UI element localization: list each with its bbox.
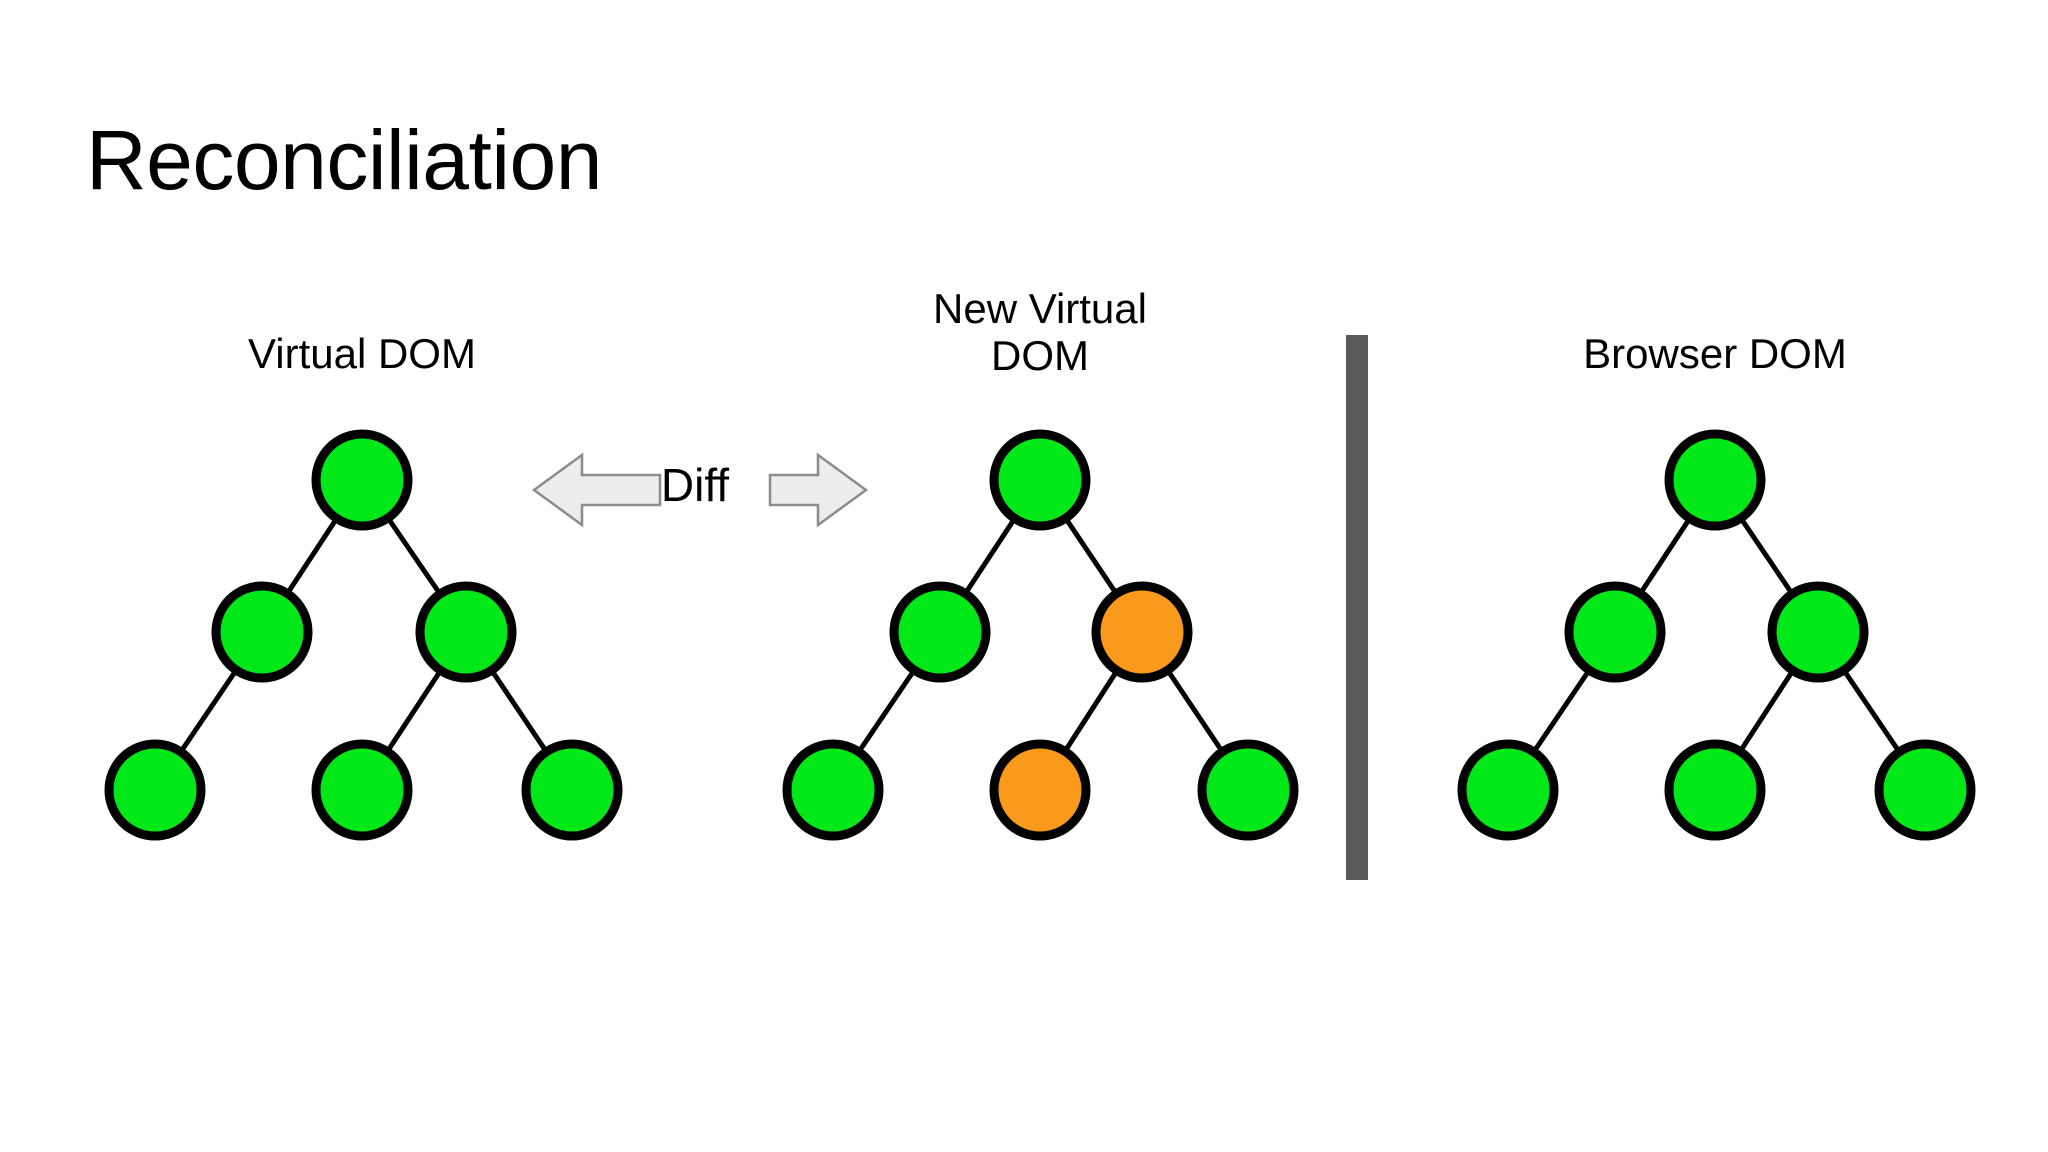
tree-node-green[interactable] — [415, 581, 517, 683]
tree-node-green[interactable] — [1664, 739, 1766, 841]
arrow-left-icon — [531, 452, 662, 528]
tree-edge — [1736, 513, 1797, 599]
tree-node-green[interactable] — [1197, 739, 1299, 841]
tree-label-line: Browser DOM — [1583, 330, 1847, 377]
tree-edge — [1735, 665, 1798, 757]
diff-arrow-group — [531, 452, 869, 528]
tree-edge — [961, 513, 1019, 599]
tree-edge — [1163, 665, 1227, 757]
tree-node-green[interactable] — [1664, 429, 1766, 531]
tree-node-green[interactable] — [1767, 581, 1869, 683]
tree-label-virtual-dom: Virtual DOM — [162, 330, 562, 377]
tree-node-green[interactable] — [1457, 739, 1559, 841]
tree-edge — [176, 665, 241, 757]
tree-node-green[interactable] — [1564, 581, 1666, 683]
tree-label-line: Virtual DOM — [248, 330, 476, 377]
tree-edge — [383, 512, 445, 600]
tree-edge — [1060, 665, 1122, 757]
tree-label-line: New Virtual — [933, 285, 1147, 332]
tree-edge — [1839, 665, 1904, 757]
tree-nodes-group — [104, 429, 1976, 841]
tree-node-green[interactable] — [1874, 739, 1976, 841]
tree-node-green[interactable] — [521, 739, 623, 841]
tree-edges-group — [176, 512, 1904, 757]
tree-node-green[interactable] — [989, 429, 1091, 531]
tree-node-green[interactable] — [311, 429, 413, 531]
tree-node-green[interactable] — [104, 739, 206, 841]
tree-edge — [283, 513, 341, 599]
tree-edge — [383, 665, 445, 757]
tree-label-line: DOM — [991, 332, 1089, 380]
tree-node-green[interactable] — [211, 581, 313, 683]
tree-edge — [487, 665, 551, 757]
tree-edge — [1529, 665, 1594, 757]
tree-node-green[interactable] — [311, 739, 413, 841]
arrow-right-icon — [768, 452, 869, 528]
tree-edge — [1636, 513, 1694, 599]
diff-label: Diff — [660, 459, 730, 511]
vertical-divider — [1346, 335, 1368, 880]
tree-node-green[interactable] — [889, 581, 991, 683]
page-title: Reconciliation — [86, 113, 602, 207]
tree-node-orange[interactable] — [989, 739, 1091, 841]
tree-edge — [1061, 513, 1121, 599]
tree-node-orange[interactable] — [1091, 581, 1193, 683]
tree-label-browser-dom: Browser DOM — [1515, 330, 1915, 377]
tree-node-green[interactable] — [782, 739, 884, 841]
tree-edge — [854, 665, 919, 757]
